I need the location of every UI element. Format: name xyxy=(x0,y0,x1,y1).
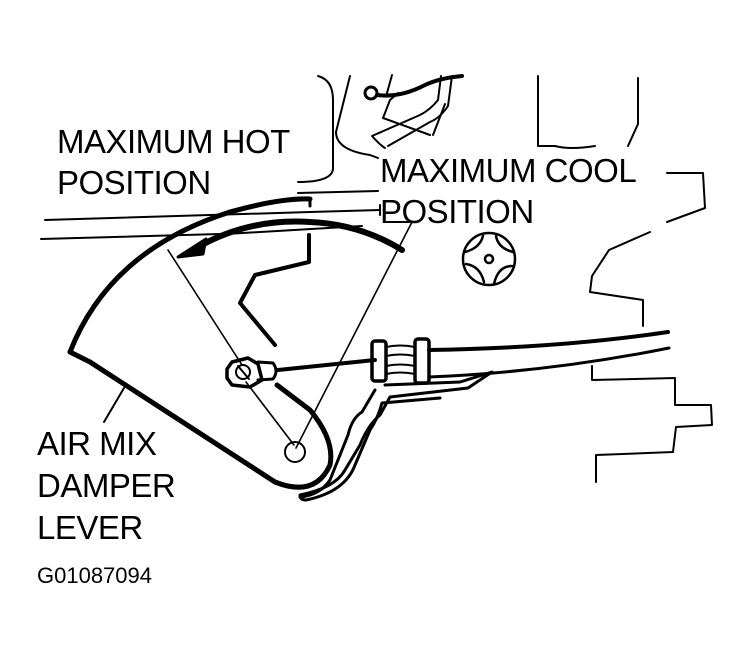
grommet xyxy=(461,231,517,287)
mounting-bracket xyxy=(298,346,671,502)
right-housing xyxy=(589,172,713,483)
cable-rod xyxy=(225,356,377,389)
label-line: MAXIMUM HOT xyxy=(57,123,290,160)
radial-lines xyxy=(167,221,413,449)
damper-lever xyxy=(67,196,334,490)
label-maximum-hot-position: MAXIMUM HOT POSITION xyxy=(57,125,290,199)
label-line: DAMPER xyxy=(37,467,176,504)
top-cable xyxy=(363,74,464,101)
pivot-circle xyxy=(284,441,306,463)
label-line: LEVER xyxy=(37,509,143,546)
leader-lines xyxy=(40,204,413,423)
label-air-mix-damper-lever: AIR MIX DAMPER LEVER xyxy=(37,425,176,546)
label-line: AIR MIX xyxy=(37,425,157,462)
label-line: MAXIMUM COOL xyxy=(380,152,637,189)
label-maximum-cool-position: MAXIMUM COOL POSITION xyxy=(380,152,637,230)
cable-adjuster xyxy=(370,330,670,385)
travel-arrow xyxy=(176,218,405,259)
label-line: POSITION xyxy=(57,164,211,201)
upper-housing xyxy=(297,75,639,194)
figure-code: G01087094 xyxy=(37,563,152,588)
label-line: POSITION xyxy=(380,193,534,230)
lever-cutout xyxy=(238,233,311,347)
